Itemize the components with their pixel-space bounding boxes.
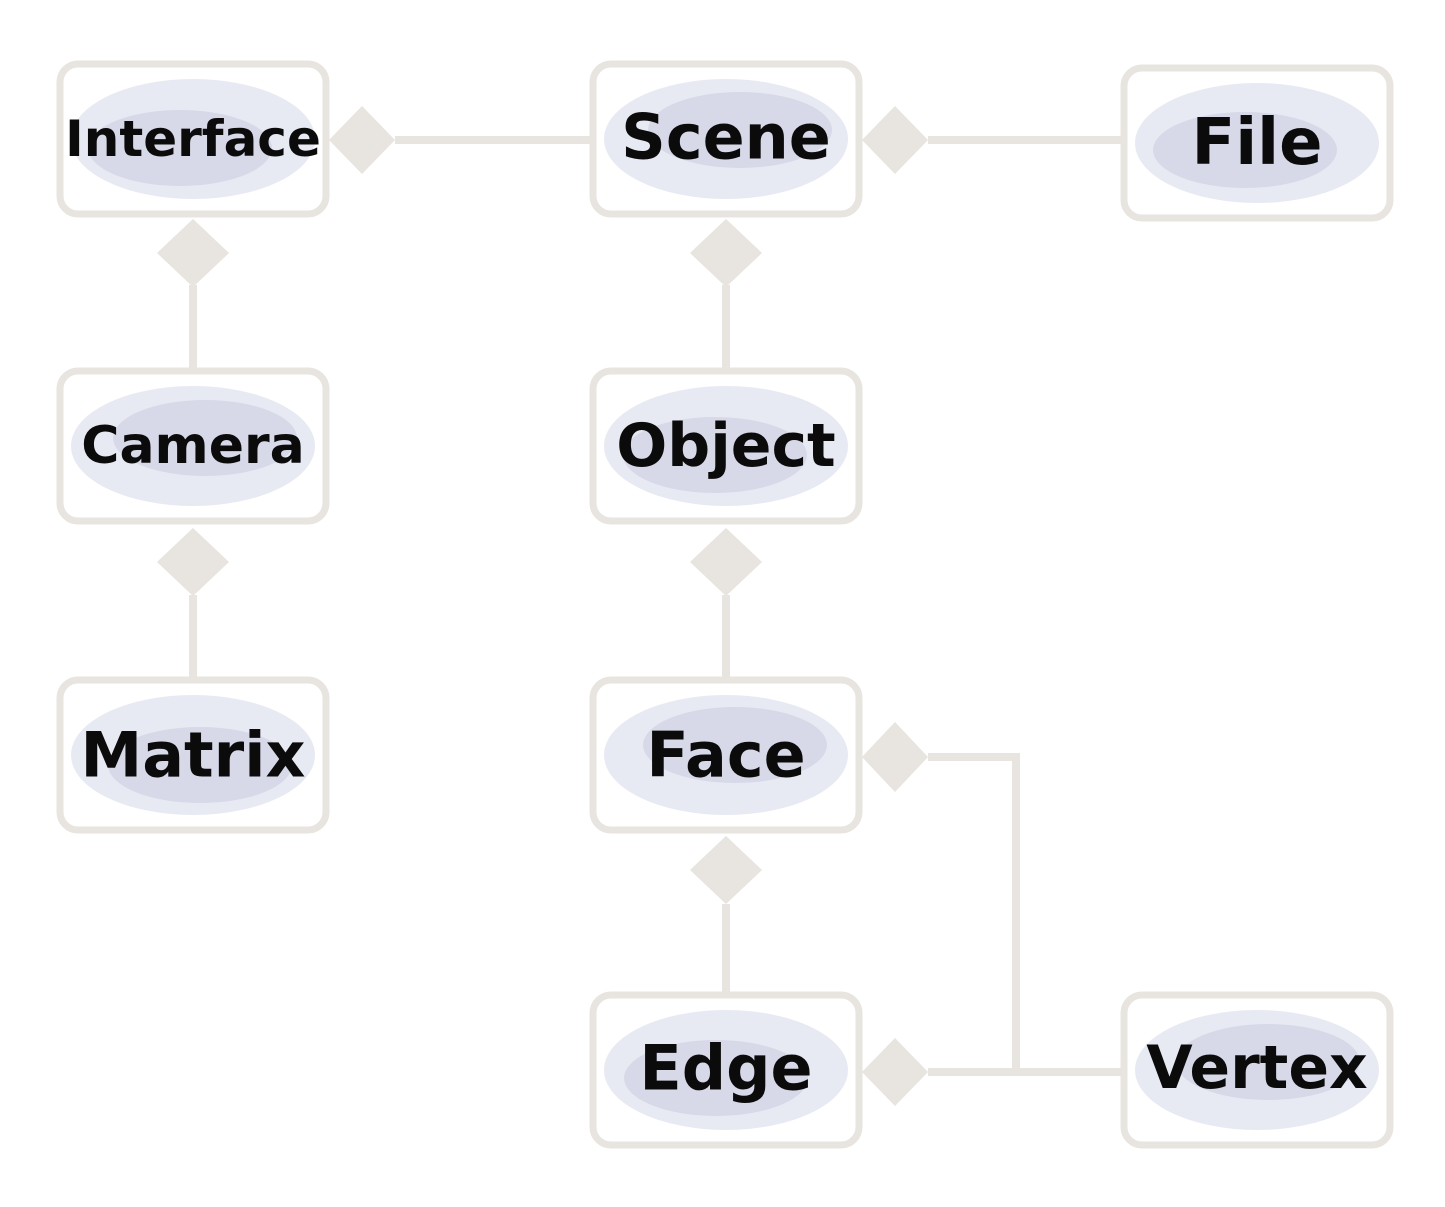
node-face-texture-dark [643,707,827,783]
diamond-edge-vertex [862,1038,928,1106]
node-camera-label: Camera [81,416,304,476]
node-object: Object [589,367,863,525]
connector-face-vertex [928,753,1020,1072]
node-edge-texture-dark [624,1040,808,1116]
diamond-interface-camera [157,219,229,287]
node-interface-label: Interface [65,110,321,168]
node-camera-texture-dark [113,400,297,476]
node-file: File [1120,64,1394,222]
diamond-object-face [690,528,762,596]
diamond-scene-object [690,219,762,287]
diamond-face-vertex [862,722,928,792]
node-edge-label: Edge [639,1032,812,1105]
node-camera: Camera [56,367,330,525]
diamond-face-edge [690,836,762,904]
node-edge: Edge [589,991,863,1149]
node-object-label: Object [616,411,835,481]
node-interface-texture-dark [88,110,272,186]
node-face-label: Face [646,719,805,792]
node-matrix-texture-dark [108,727,292,803]
composition-diamonds [157,106,928,1106]
diamond-camera-matrix [157,528,229,596]
node-scene-texture-dark [648,92,832,168]
node-vertex-label: Vertex [1146,1033,1368,1103]
node-scene-label: Scene [621,101,831,174]
node-scene: Scene [589,60,863,218]
node-file-label: File [1192,106,1323,180]
diamond-scene-file [862,106,928,174]
node-vertex-texture-dark [1176,1024,1360,1100]
node-vertex: Vertex [1120,991,1394,1149]
node-face: Face [589,676,863,834]
node-file-texture-dark [1153,112,1337,188]
node-interface: Interface [56,60,330,218]
node-matrix-label: Matrix [81,719,306,792]
connectors [189,136,1124,1076]
node-matrix: Matrix [56,676,330,834]
node-object-texture-dark [623,417,807,493]
diamond-interface-scene [329,106,395,174]
